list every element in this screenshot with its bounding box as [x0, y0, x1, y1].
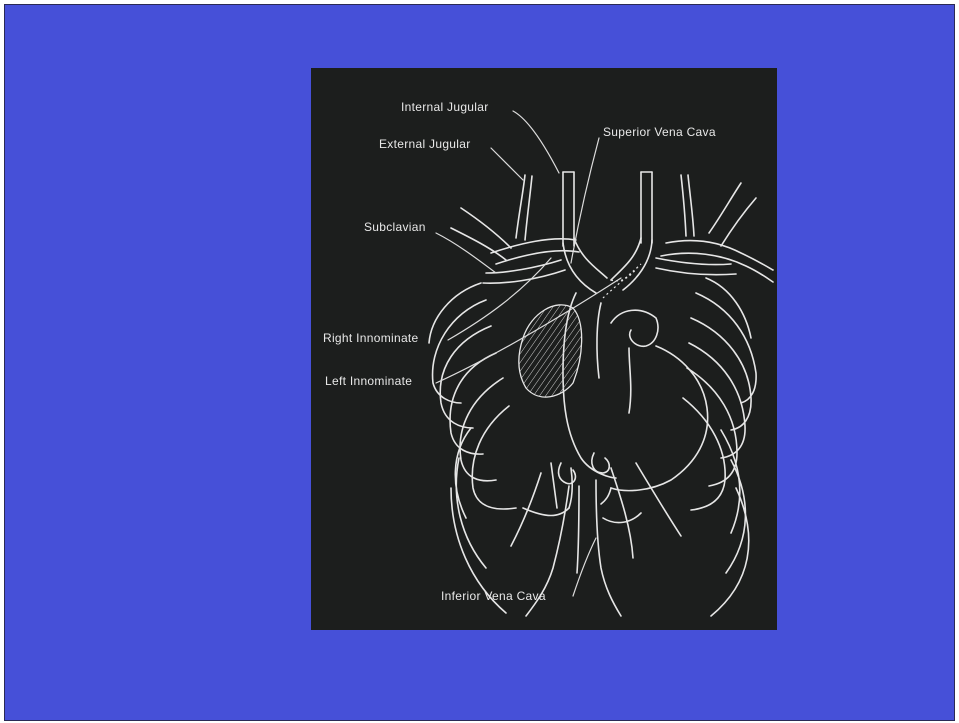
slide: Internal Jugular External Jugular Superi…	[4, 4, 955, 721]
label-external-jugular: External Jugular	[379, 137, 471, 151]
neck-veins	[483, 172, 736, 298]
label-inferior-vena-cava: Inferior Vena Cava	[441, 589, 546, 603]
label-left-innominate: Left Innominate	[325, 374, 412, 388]
label-right-innominate: Right Innominate	[323, 331, 419, 345]
label-internal-jugular: Internal Jugular	[401, 100, 489, 114]
label-subclavian: Subclavian	[364, 220, 426, 234]
label-superior-vena-cava: Superior Vena Cava	[603, 125, 716, 139]
ribs-right	[603, 278, 756, 616]
venous-anatomy-figure: Internal Jugular External Jugular Superi…	[311, 68, 777, 630]
clavicles	[451, 183, 773, 282]
anatomy-drawing: Internal Jugular External Jugular Superi…	[311, 68, 777, 630]
